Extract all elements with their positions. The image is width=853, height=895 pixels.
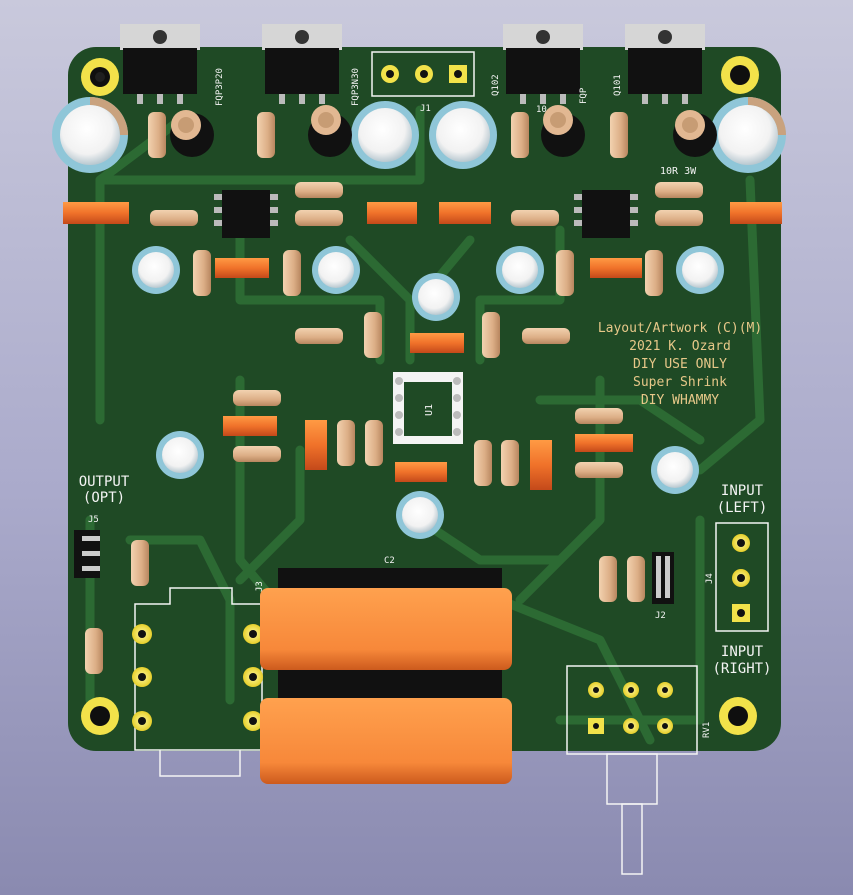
label-rv1: RV1: [702, 722, 712, 738]
regulator-q102: Q102 FQP: [491, 24, 589, 104]
label-input-left-paren: (LEFT): [717, 500, 768, 516]
label-output: OUTPUT: [79, 474, 130, 490]
label-q102: Q102: [491, 74, 501, 96]
connector-j3: [134, 587, 263, 777]
label-10-partial: 10: [536, 105, 547, 115]
input-left-section: INPUT (LEFT): [717, 483, 768, 516]
label-output-opt: (OPT): [83, 490, 125, 506]
regulator-q-fqp3p20: FQP3P20: [120, 24, 225, 106]
copper-traces: [85, 105, 765, 745]
credit-line-2: 2021 K. Ozard: [629, 339, 731, 354]
ic-socket-u1: U1: [393, 372, 463, 444]
transistor-to92-1: [170, 110, 214, 157]
label-j1: J1: [420, 104, 431, 114]
mounting-hole-bottom-left: [81, 697, 119, 735]
electrolytic-cap-top-1: [52, 97, 128, 173]
connector-j5: J5: [74, 515, 100, 578]
input-right-section: INPUT (RIGHT): [712, 644, 771, 677]
film-cap-small-group: [63, 202, 782, 490]
transistor-to92-3: [541, 105, 585, 157]
credit-line-1: Layout/Artwork (C)(M): [598, 321, 762, 336]
credit-text-block: Layout/Artwork (C)(M) 2021 K. Ozard DIY …: [598, 321, 762, 408]
label-j3: J3: [255, 581, 265, 592]
electrolytic-cap-small-group: [132, 246, 724, 539]
label-input-right: INPUT: [721, 644, 764, 660]
resistor-horizontal-group: [150, 182, 703, 478]
mounting-hole-top-right: [721, 56, 759, 94]
regulator-q-fqp3n30: FQP3N30: [262, 24, 361, 106]
mounting-hole-top-left: [81, 58, 119, 96]
label-j4: J4: [705, 573, 715, 584]
film-cap-c2: C2: [260, 556, 512, 784]
label-fqp3n30: FQP3N30: [351, 68, 361, 106]
label-q101: Q101: [613, 74, 623, 96]
label-fqp3p20: FQP3P20: [215, 68, 225, 106]
credit-line-4: Super Shrink: [633, 375, 727, 390]
ic-dip8-left: [214, 190, 278, 238]
electrolytic-cap-top-3: [429, 101, 497, 169]
label-j2: J2: [655, 611, 666, 621]
electrolytic-cap-top-4: [710, 97, 786, 173]
connector-j3-pads: J3: [132, 581, 265, 731]
connector-j1: J1: [371, 51, 475, 114]
label-10r-3w: 10R 3W: [660, 166, 697, 177]
connector-j2: J2: [652, 552, 674, 621]
label-input-right-paren: (RIGHT): [712, 661, 771, 677]
label-j5: J5: [88, 515, 99, 525]
ic-dip8-right: [574, 190, 638, 238]
electrolytic-cap-top-2: [351, 101, 419, 169]
label-c2: C2: [384, 556, 395, 566]
output-section: OUTPUT (OPT): [79, 474, 130, 506]
resistor-vertical-group: [85, 112, 663, 674]
transistor-to92-4: [673, 110, 717, 157]
regulator-q101: Q101: [613, 24, 705, 104]
transistor-to92-2: [308, 105, 352, 157]
potentiometer-rv1: RV1: [566, 665, 712, 875]
label-input-left: INPUT: [721, 483, 764, 499]
credit-line-5: DIY WHAMMY: [641, 393, 719, 408]
label-fqp-partial: FQP: [579, 87, 589, 104]
mounting-hole-bottom-right: [719, 697, 757, 735]
credit-line-3: DIY USE ONLY: [633, 357, 727, 372]
connector-j4: J4: [705, 522, 769, 632]
label-u1: U1: [424, 404, 435, 416]
